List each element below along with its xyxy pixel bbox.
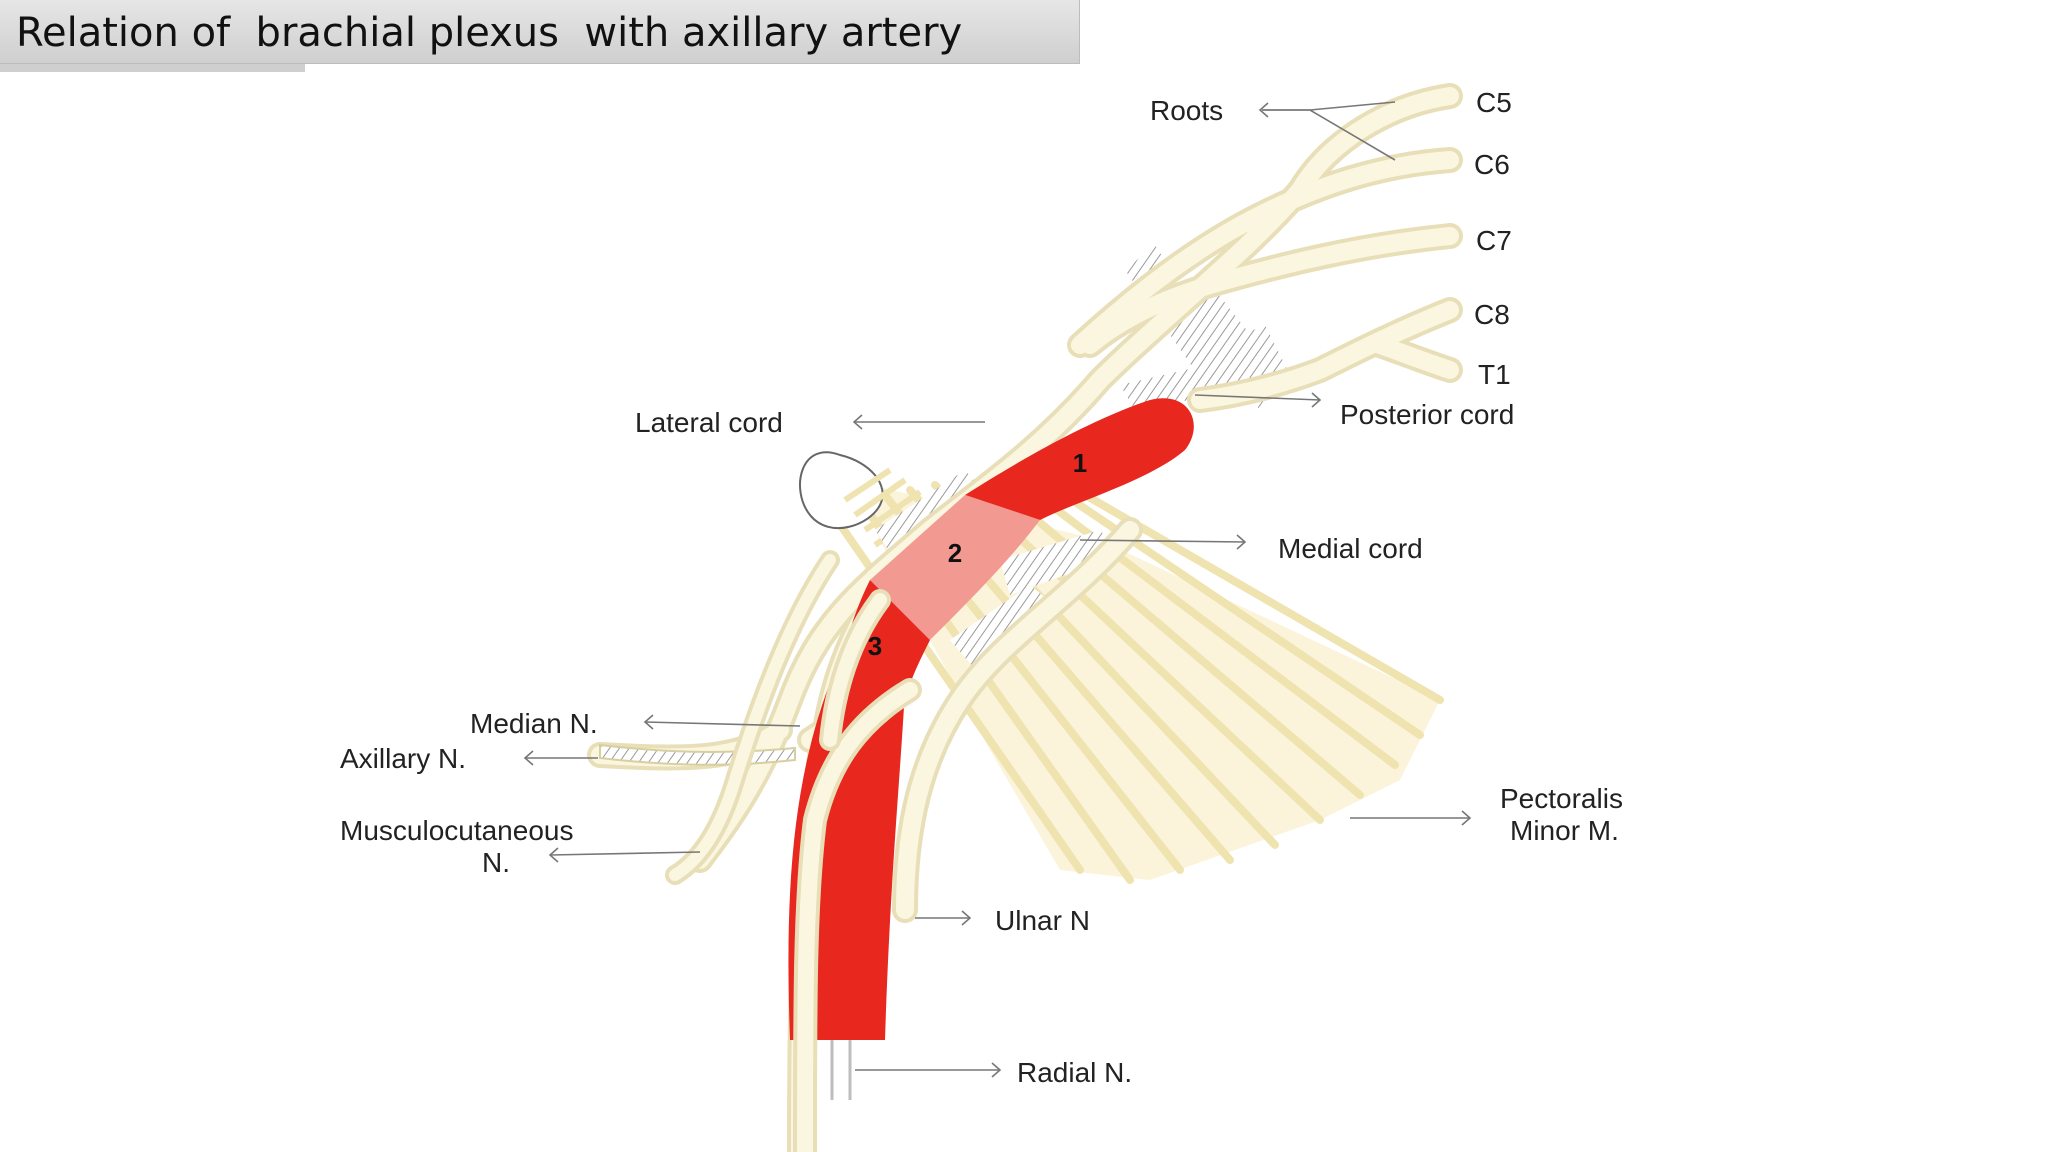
label-roots: Roots [1150, 95, 1223, 126]
diagram-labels: Roots C5 C6 C7 C8 T1 Lateral cord Poster… [340, 87, 1623, 1088]
slide-title: Relation of brachial plexus with axillar… [16, 10, 963, 56]
label-ulnar-n: Ulnar N [995, 905, 1090, 936]
plexus-nerves [587, 83, 1463, 1152]
label-musculocutaneous-line2: N. [482, 847, 510, 878]
label-axillary-n: Axillary N. [340, 743, 466, 774]
coracoid-process [799, 451, 937, 548]
label-pointers [523, 101, 1472, 1078]
label-radial-n: Radial N. [1017, 1057, 1132, 1088]
median-nerve [793, 589, 922, 1152]
radial-nerve [830, 1040, 852, 1100]
label-c7: C7 [1476, 225, 1512, 256]
label-t1: T1 [1478, 359, 1511, 390]
label-posterior-cord: Posterior cord [1340, 399, 1514, 430]
label-medial-cord: Medial cord [1278, 533, 1423, 564]
label-lateral-cord: Lateral cord [635, 407, 783, 438]
artery-part-2-label: 2 [948, 538, 962, 568]
artery-part-3-label: 3 [868, 631, 882, 661]
label-median-n: Median N. [470, 708, 598, 739]
artery-part-2 [870, 495, 1040, 640]
artery-part-1 [965, 398, 1194, 520]
label-musculocutaneous-line1: Musculocutaneous [340, 815, 573, 846]
title-underline [0, 64, 305, 72]
label-pectoralis-line2: Minor M. [1510, 815, 1619, 846]
title-bar: Relation of brachial plexus with axillar… [0, 0, 1080, 64]
label-c8: C8 [1474, 299, 1510, 330]
label-c5: C5 [1476, 87, 1512, 118]
label-c6: C6 [1474, 149, 1510, 180]
artery-part-1-label: 1 [1073, 448, 1087, 478]
musculocutaneous-nerve [665, 550, 840, 885]
label-pectoralis-line1: Pectoralis [1500, 783, 1623, 814]
